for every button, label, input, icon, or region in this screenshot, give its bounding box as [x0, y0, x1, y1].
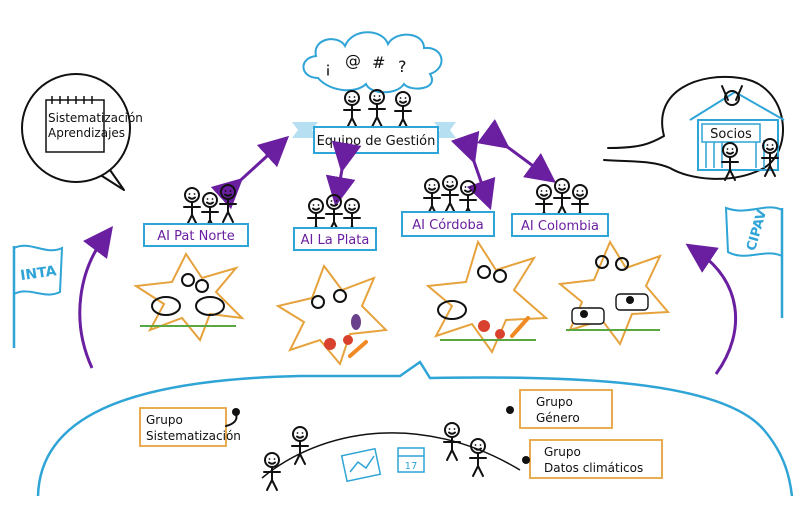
cloud-symbol: #	[372, 53, 385, 72]
star-colombia	[557, 239, 671, 347]
group-line2: Género	[536, 411, 580, 425]
team-banner-cordoba: AI Córdoba	[401, 211, 495, 237]
group-genero: Grupo Género	[506, 389, 613, 429]
management-team-people	[343, 89, 412, 130]
notebook-icon	[45, 99, 105, 153]
team-banner-la-plata: AI La Plata	[293, 227, 377, 251]
banner-label: Equipo de Gestión	[317, 134, 436, 149]
group-line2: Sistematización	[146, 429, 241, 443]
cipav-flag-label: CIPAV	[744, 208, 770, 252]
group-line1: Grupo	[544, 445, 581, 459]
house-icon	[697, 119, 779, 171]
sheep-icon	[151, 296, 181, 316]
group-sistematizacion: Grupo Sistematización	[139, 407, 241, 447]
team-label: AI Córdoba	[412, 218, 483, 233]
sheep-icon	[437, 300, 467, 320]
calendar-icon: 17	[397, 447, 425, 473]
tomato-icon	[343, 335, 353, 345]
team-label: AI La Plata	[301, 233, 370, 248]
connector-arrows	[78, 119, 738, 375]
group-line1: Grupo	[146, 413, 183, 427]
bottom-people	[261, 422, 521, 491]
tomato-icon	[478, 320, 490, 332]
socios-label: Socios	[710, 127, 752, 142]
notebook-line1: Sistematización	[48, 111, 143, 125]
cow-icon	[571, 307, 605, 325]
tomato-icon	[495, 329, 505, 339]
inta-flag: INTA	[12, 244, 64, 348]
notebook-bubble: Sistematización Aprendizajes	[21, 73, 143, 191]
thought-cloud: ¡ @ # ?	[302, 31, 443, 94]
sheep-icon	[195, 296, 225, 316]
star-la-plata	[275, 263, 389, 367]
cloud-symbol: ¡	[325, 59, 331, 77]
equipo-de-gestion-banner: Equipo de Gestión	[292, 122, 456, 154]
team-banner-pat-norte: AI Pat Norte	[143, 223, 249, 247]
carrot-icon	[510, 316, 530, 338]
group-line1: Grupo	[536, 395, 573, 409]
tomato-icon	[324, 338, 336, 350]
star-cordoba	[425, 239, 549, 355]
inta-flag-label: INTA	[19, 263, 57, 284]
star-pat-norte	[133, 252, 245, 342]
cloud-symbol: @	[345, 51, 361, 70]
group-climaticos: Grupo Datos climáticos	[522, 439, 663, 479]
team-label: AI Pat Norte	[157, 229, 234, 244]
team-banner-colombia: AI Colombia	[511, 213, 609, 237]
cloud-symbol: ?	[398, 57, 407, 76]
socios-bubble: Socios	[603, 76, 785, 181]
eggplant-icon	[351, 314, 361, 330]
chart-document-icon	[340, 447, 382, 483]
carrot-icon	[348, 340, 368, 358]
notebook-line2: Aprendizajes	[48, 126, 125, 140]
calendar-day: 17	[405, 461, 418, 472]
team-label: AI Colombia	[521, 219, 599, 234]
bottom-arc	[36, 360, 794, 497]
group-line2: Datos climáticos	[544, 461, 643, 475]
